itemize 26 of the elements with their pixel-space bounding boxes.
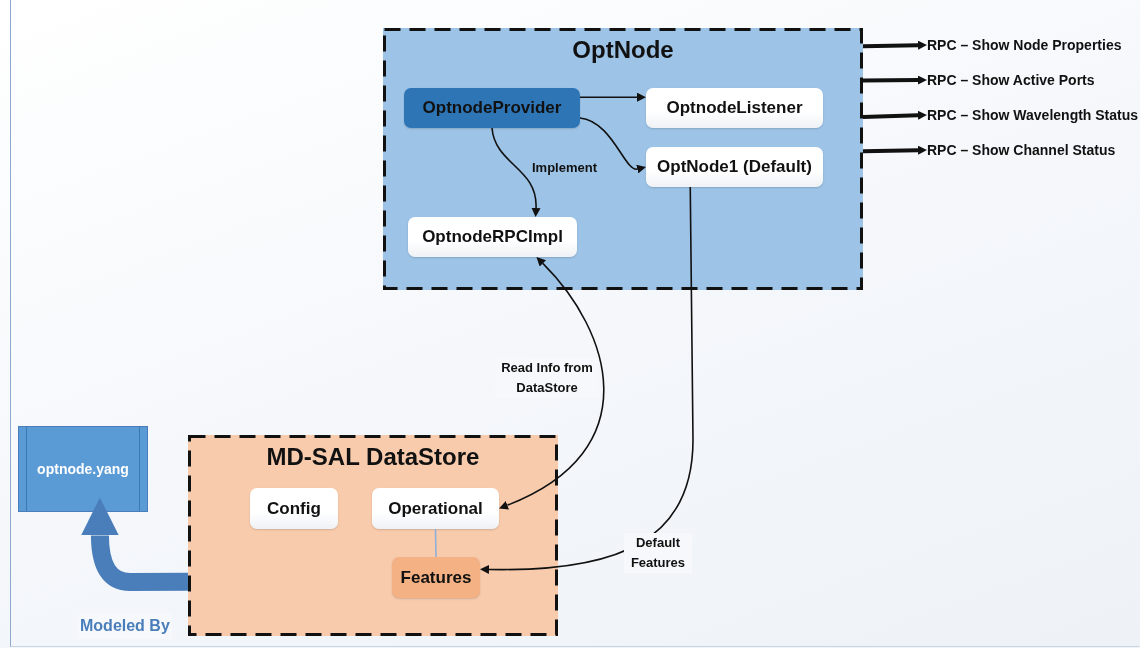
edge-label: Modeled By [78, 614, 172, 639]
class-box: OptnodeListener [646, 88, 823, 128]
class-box: OptNode1 (Default) [646, 147, 823, 187]
connector-line [434, 528, 437, 558]
class-box: OptnodeProvider [404, 88, 580, 128]
store-box: Operational [372, 488, 499, 529]
model-file-box: optnode.yang [18, 426, 148, 512]
arrow [491, 127, 541, 217]
rpc-label: RPC – Show Active Ports [927, 70, 1127, 90]
rpc-label: RPC – Show Node Properties [927, 35, 1127, 55]
arrow [480, 186, 694, 574]
edge-label: Default Features [624, 533, 692, 574]
arrow [499, 256, 605, 510]
store-box: Config [250, 488, 338, 529]
rpc-label: RPC – Show Wavelength Status [927, 105, 1137, 125]
arrow [579, 117, 647, 174]
arrow [862, 40, 927, 50]
bent-arrow [81, 497, 189, 591]
datastore-container: MD-SAL DataStore Config Operational Features [188, 435, 558, 636]
arrow [862, 110, 927, 120]
arrow [862, 145, 927, 155]
store-box: Features [392, 557, 480, 598]
arrow [579, 92, 646, 102]
arrow [863, 75, 927, 85]
class-box: OptnodeRPCImpl [408, 217, 577, 257]
rpc-label: RPC – Show Channel Status [927, 140, 1127, 160]
